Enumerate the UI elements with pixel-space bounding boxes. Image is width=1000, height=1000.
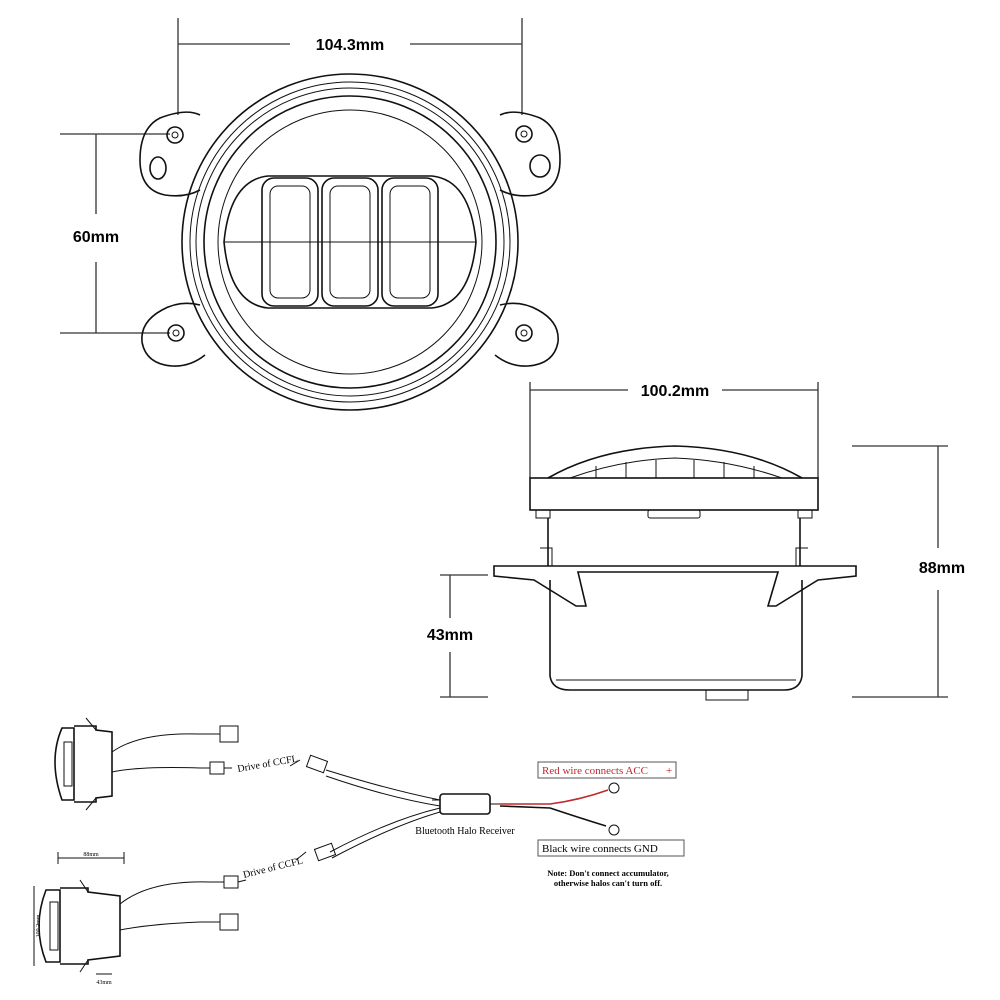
note-line-1: Note: Don't connect accumulator, [547,868,669,878]
red-wire-label: Red wire connects ACC [542,765,648,777]
mini-lamp-lens [38,889,61,963]
mini-lamp-top [54,717,113,811]
lens-dome-inner [569,457,783,479]
receiver-label: Bluetooth Halo Receiver [415,826,515,837]
connector-top-a [219,725,239,743]
black-wire-label: Black wire connects GND [542,843,658,855]
mount-hole-bottom-right [515,324,533,342]
wire-bottom-a [119,881,224,905]
mini-dim-bottom-label: 43mm [96,980,112,986]
mini-lamp-flange [85,717,97,811]
mount-hole-dot [520,130,528,138]
red-wire-mark: + [666,765,672,777]
lamp-inner-ring [217,109,483,375]
black-wire-label-box [537,839,685,857]
bezel-clip [535,509,551,519]
led-reflector-housing [223,175,477,309]
connector-bottom-a [223,875,239,889]
bezel [529,477,819,511]
drive-tick-2 [295,851,307,861]
bracket-bottom-right [494,302,559,367]
connector-bottom-b [219,913,239,931]
mount-hole-top-right [515,125,533,143]
bracket-bottom-left [141,302,206,367]
led-module-inner [389,185,431,299]
led-module-body [381,177,439,307]
mount-hole-bottom-left [167,324,185,342]
connector-harness-bottom [313,842,337,862]
lamp-outer-ring [181,73,519,411]
bracket-top-left [139,111,201,197]
front-width-label: 104.3mm [316,37,385,54]
mount-depth-label: 43mm [427,627,473,644]
black-wire [499,805,607,827]
harness-wire-bottom-2 [331,811,441,859]
mini-lamp-body [60,887,121,965]
flange-clip-right [795,547,808,566]
mini-lamp-bottom [38,879,121,973]
red-wire [500,789,609,805]
harness-wire-top-2 [325,775,441,807]
harness-wire-top-1 [325,769,441,801]
mini-lamp-led [49,901,59,951]
bluetooth-receiver [439,793,491,815]
mini-lamp-led [63,741,73,787]
drive-label-1: Drive of CCFL [237,754,299,775]
led-module-left [261,177,319,307]
mini-lamp-lens [54,727,75,801]
connector-harness-top [305,754,329,774]
slot-right [529,154,551,178]
mount-hole-top-left [166,126,184,144]
mini-lamp-body [74,725,113,803]
connector-stub [705,690,749,701]
wire-bottom-b [119,921,220,931]
mount-hole-dot [172,329,180,337]
wiring-diagram: Drive of CCFL Bluetooth Halo Receiver Re… [33,717,685,986]
front-height-label: 60mm [73,229,119,246]
flange-clip-left [540,547,553,566]
wire-top-a [111,733,220,753]
mount-hole-dot [520,329,528,337]
bezel-clip [797,509,813,519]
led-module-body [261,177,319,307]
black-wire-terminal [608,824,620,836]
drive-label-2: Drive of CCFL [242,855,304,880]
red-wire-label-box [537,761,677,779]
harness-wire-bottom-1 [329,807,441,853]
drive-arrow-2 [237,879,247,883]
led-module-inner [329,185,371,299]
lamp-lens-ring [203,95,497,389]
total-depth-label: 88mm [919,560,965,577]
bezel-tab [647,509,701,519]
side-view: 100.2mm 88mm 43mm [427,382,965,701]
front-view: 104.3mm 60mm [60,18,561,411]
led-module-center [321,177,379,307]
lamp-ring-2 [189,81,511,403]
mounting-flange [493,565,857,607]
mini-lamp-flange [79,879,89,973]
side-width-label: 100.2mm [641,383,710,400]
mount-hole-dot [171,131,179,139]
lower-housing [549,580,803,691]
red-wire-terminal [608,782,620,794]
lens-dome [547,445,803,479]
wire-top-b [111,767,210,773]
led-module-body [321,177,379,307]
drive-tick-1 [289,759,301,767]
led-module-right [381,177,439,307]
note-line-2: otherwise halos can't turn off. [554,878,662,888]
bracket-top-right [499,111,561,197]
led-module-inner [269,185,311,299]
connector-top-b [209,761,225,775]
slot-left [149,156,167,180]
mini-dim-top-label: 88mm [83,852,99,858]
lamp-ring-3 [195,87,505,397]
